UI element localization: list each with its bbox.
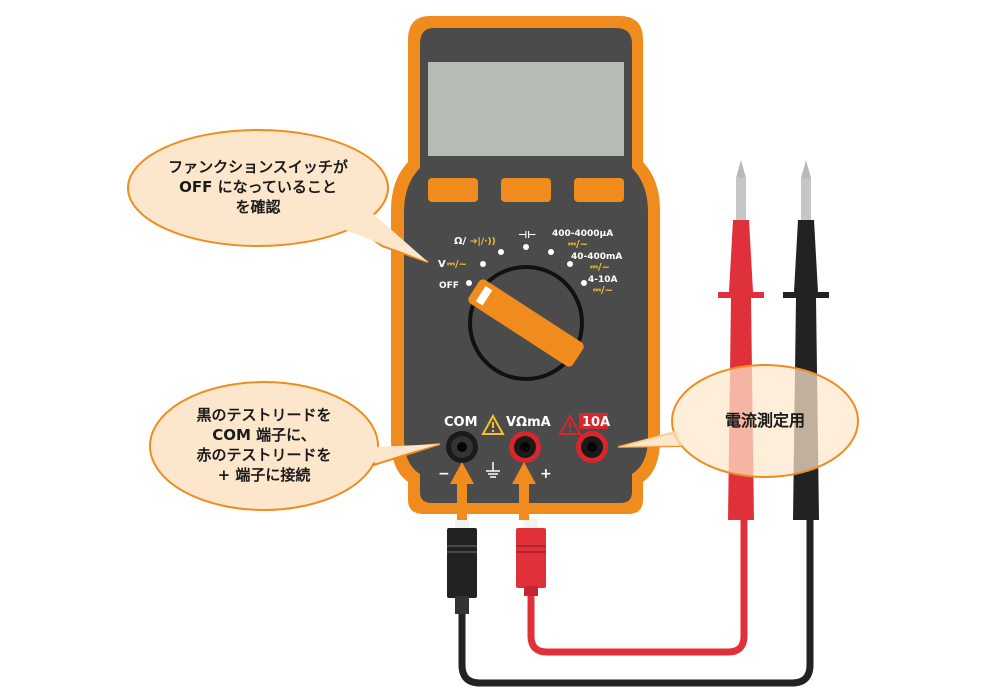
function-button-3[interactable]	[574, 178, 624, 202]
dial-label-v: V	[438, 259, 446, 270]
callout-line: 電流測定用	[724, 411, 805, 431]
dial-label-off: OFF	[439, 281, 459, 291]
rotary-function-switch[interactable]	[466, 265, 585, 381]
callout-line: 黒のテストリードを	[196, 406, 332, 425]
vma-terminal[interactable]	[509, 431, 541, 463]
dial-label-a-symbol: ⎓/~	[593, 285, 613, 296]
callout-line: ファンクションスイッチが	[168, 158, 348, 177]
ten-amp-terminal[interactable]	[576, 431, 608, 463]
dial-position-dots	[466, 244, 587, 286]
dial-label-ua-symbol: ⎓/~	[568, 239, 588, 250]
dial-label-ohm-symbol: ➔|/·))	[470, 237, 496, 247]
callout-current-bubble	[617, 364, 859, 478]
callout-line: を確認	[235, 197, 281, 216]
callout-function-switch: ファンクションスイッチが OFF になっていること を確認	[128, 132, 388, 244]
black-plug	[447, 518, 477, 614]
arrow-to-com-icon	[450, 462, 474, 520]
dial-label-ua: 400-4000μA	[552, 229, 613, 239]
red-plug	[516, 518, 546, 596]
callout-current: 電流測定用	[672, 380, 858, 462]
callout-line: 赤のテストリードを	[196, 446, 332, 464]
red-lead-wire	[527, 520, 748, 656]
terminal-label-minus: −	[438, 466, 450, 482]
dial-label-a: 4-10A	[588, 275, 618, 285]
callout-line: + 端子に接続	[217, 465, 311, 484]
dial-label-ohm: Ω/	[454, 236, 467, 247]
dial-label-v-symbol: ⎓/~	[447, 259, 467, 270]
warning-triangle-icon	[481, 413, 505, 435]
arrow-to-vma-icon	[512, 462, 536, 520]
function-button-1[interactable]	[428, 178, 478, 202]
callout-line: COM 端子に、	[212, 426, 316, 445]
black-lead-wire	[458, 520, 814, 687]
callout-leads-bubble	[149, 381, 441, 511]
ground-symbol-icon	[486, 462, 500, 478]
terminal-label-vma: VΩmA	[506, 415, 551, 430]
dial-label-capacitance: ⊣⊢	[518, 230, 536, 241]
ten-amp-badge	[579, 413, 608, 429]
multimeter: OFF V ⎓/~ Ω/ ➔|/·)) ⊣⊢ 400-4000μA ⎓/~ 40…	[391, 16, 660, 514]
dial-label-ma-symbol: ⎓/~	[590, 262, 610, 273]
terminal-label-10a: 10A	[582, 415, 610, 430]
dial-label-ma: 40-400mA	[571, 252, 622, 262]
callout-line: OFF になっていること	[179, 178, 337, 197]
lcd-display	[428, 62, 624, 156]
function-button-2[interactable]	[501, 178, 551, 202]
callout-leads: 黒のテストリードを COM 端子に、 赤のテストリードを + 端子に接続	[150, 382, 378, 510]
callout-function-switch-bubble	[127, 129, 429, 263]
com-terminal[interactable]	[446, 431, 478, 463]
terminal-label-plus: +	[540, 466, 552, 482]
danger-triangle-icon	[558, 413, 582, 435]
terminal-label-com: COM	[444, 415, 478, 430]
